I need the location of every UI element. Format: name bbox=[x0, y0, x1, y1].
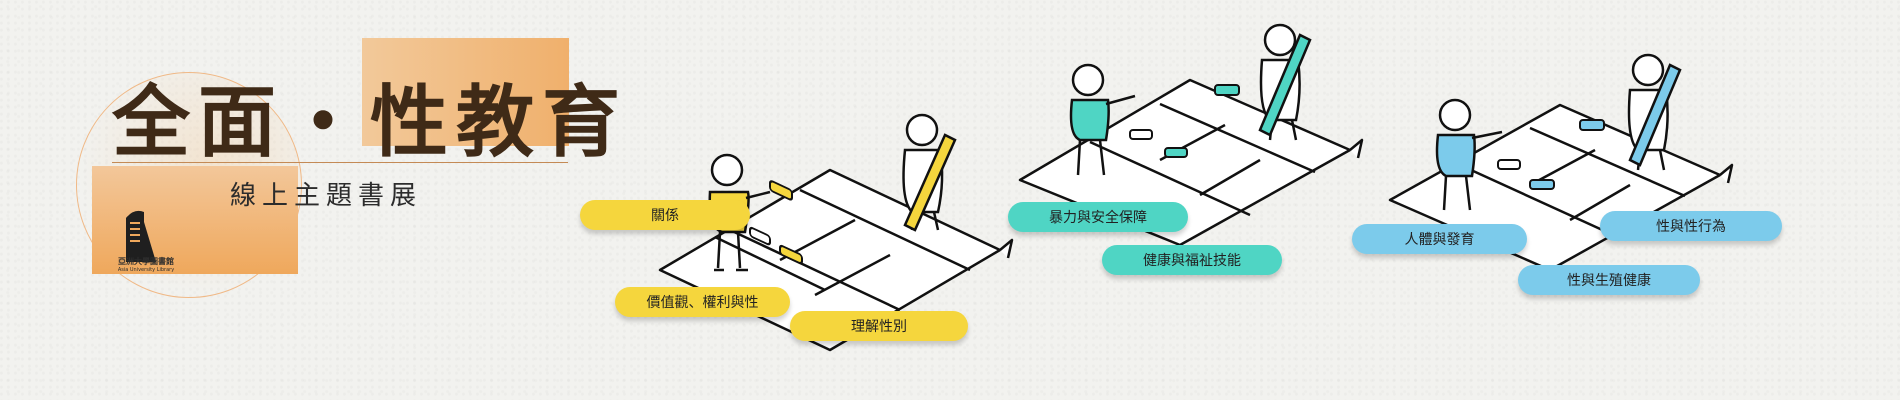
topic-pill-violence-safety: 暴力與安全保障 bbox=[1008, 202, 1188, 232]
topic-pill-relationships: 關係 bbox=[580, 200, 750, 230]
topic-pill-body-development: 人體與發育 bbox=[1352, 224, 1527, 254]
illustration-group-2 bbox=[1018, 23, 1364, 247]
topic-pill-health-skills: 健康與福祉技能 bbox=[1102, 245, 1282, 275]
orange-accent-rect bbox=[362, 38, 569, 146]
title-divider bbox=[112, 162, 568, 163]
topic-pill-values-rights: 價值觀、權利與性 bbox=[615, 287, 790, 317]
library-name-zh: 亞洲大學圖書館 bbox=[118, 257, 174, 266]
illustration-group-3 bbox=[1388, 53, 1734, 272]
topic-pill-reproductive-health: 性與生殖健康 bbox=[1518, 265, 1700, 295]
topic-pill-gender: 理解性別 bbox=[790, 311, 968, 341]
topic-pill-sexual-behavior: 性與性行為 bbox=[1600, 211, 1782, 241]
page-subtitle: 線上主題書展 bbox=[230, 181, 423, 211]
library-logo bbox=[126, 210, 156, 262]
library-name-en: Asia University Library bbox=[117, 267, 175, 273]
title-block: 全面・性教育 線上主題書展 亞洲大學圖書館 Asia University Li… bbox=[0, 0, 620, 300]
page-title: 全面・性教育 bbox=[112, 78, 629, 168]
